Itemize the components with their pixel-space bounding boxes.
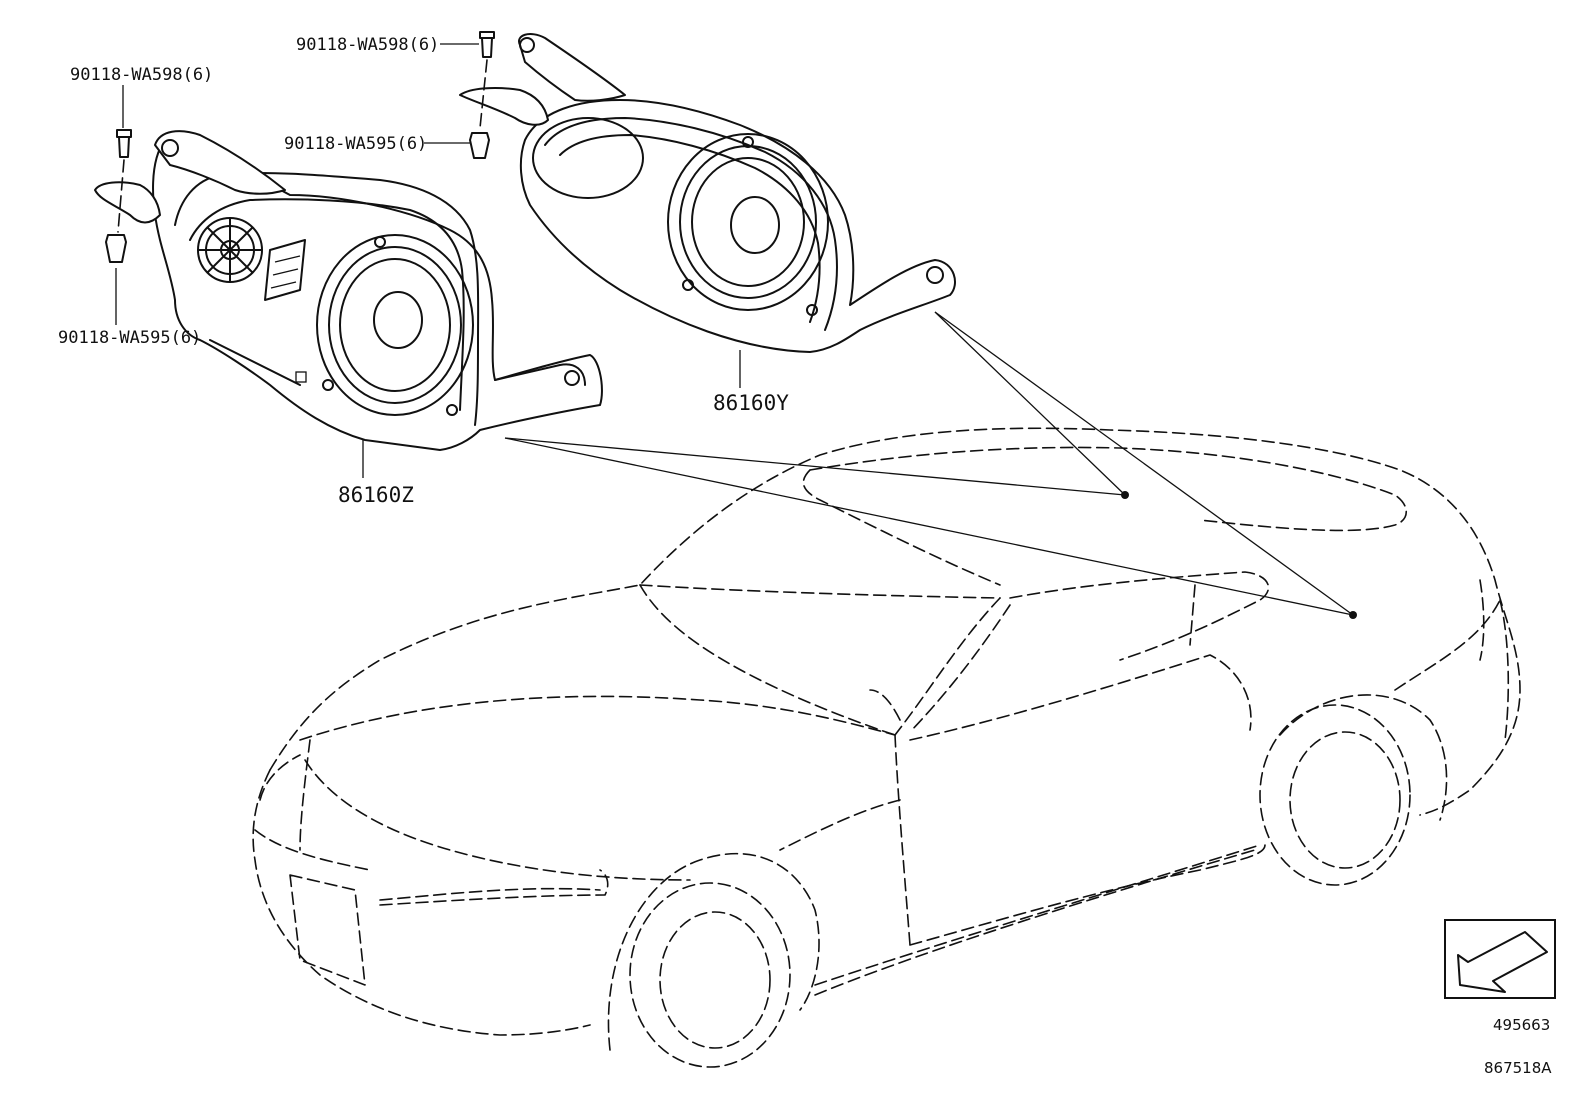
part-label-clip-left-upper: 90118-WA598(6) [70, 65, 213, 85]
part-label-clip-right-upper: 90118-WA598(6) [296, 35, 439, 55]
clip-screw-left-upper [116, 129, 132, 158]
view-code: 495663 [1493, 1016, 1550, 1034]
part-label-clip-left-lower: 90118-WA595(6) [58, 328, 201, 348]
part-label-clip-right-lower: 90118-WA595(6) [284, 134, 427, 154]
mount-point-marker [1349, 611, 1357, 619]
part-label-speaker-right: 86160Y [713, 391, 789, 415]
clip-screw-right-upper [479, 31, 495, 58]
part-label-speaker-left: 86160Z [338, 483, 414, 507]
illustration-code: 867518A [1484, 1059, 1552, 1077]
mount-point-marker [1121, 491, 1129, 499]
vehicle-outline [252, 427, 1521, 1068]
woofer-right [667, 133, 829, 316]
location-leaders [362, 311, 1357, 619]
arrow-down-left-icon [1457, 931, 1548, 993]
speaker-assembly-right [459, 33, 956, 353]
tweeter-grille [197, 217, 263, 283]
clip-fastener-left-lower [105, 234, 127, 263]
speaker-assembly-left [94, 130, 603, 451]
view-direction-box [1444, 919, 1556, 999]
clip-fastener-right-lower [469, 132, 490, 159]
woofer-left [316, 234, 474, 416]
